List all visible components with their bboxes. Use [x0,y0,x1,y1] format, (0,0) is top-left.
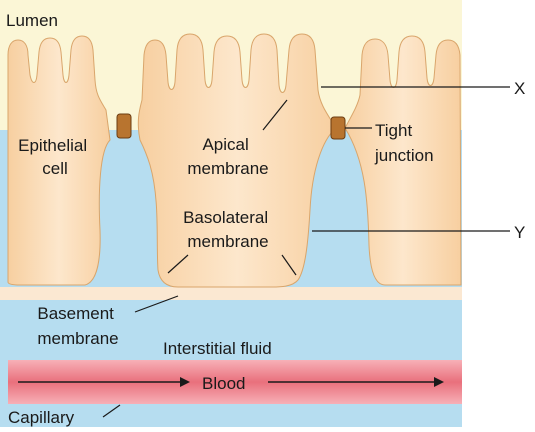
interstitial-fluid-label: Interstitial fluid [163,339,272,358]
basement-membrane-band [0,287,462,300]
marker-y: Y [514,223,525,242]
blood-label: Blood [202,374,245,393]
marker-x: X [514,79,525,98]
capillary-label: Capillary [8,408,75,427]
lumen-label: Lumen [6,11,58,30]
tight-junction-left [117,114,131,138]
tight-junction-right [331,117,345,139]
